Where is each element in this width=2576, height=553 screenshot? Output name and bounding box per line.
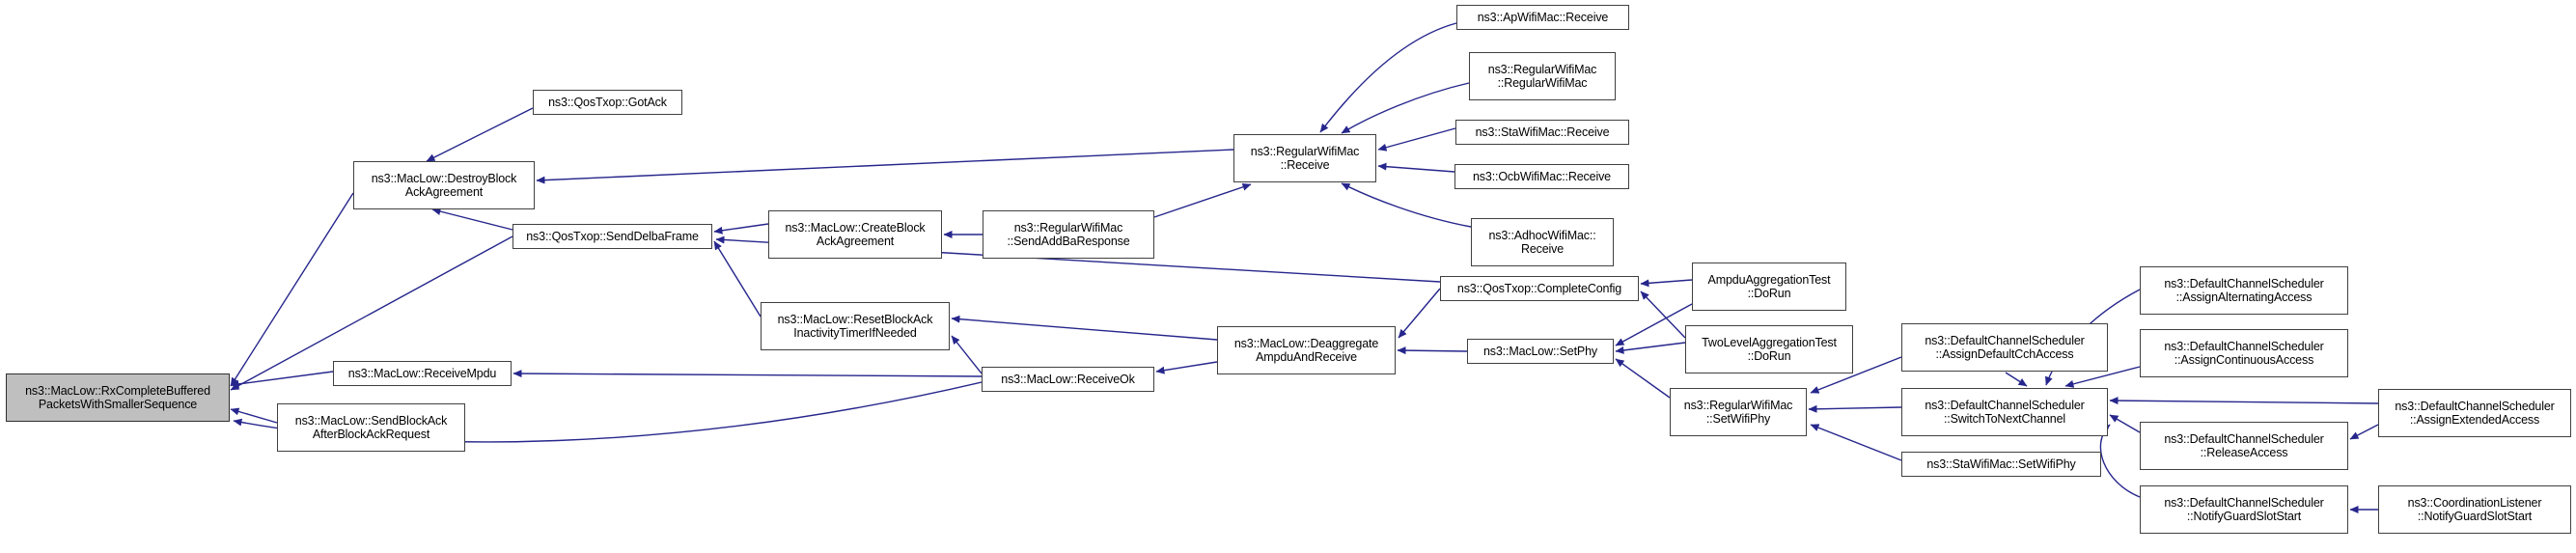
graph-node-label: ns3::RegularWifiMac ::RegularWifiMac (1487, 63, 1597, 90)
graph-node-label: ns3::MacLow::RxCompleteBuffered PacketsW… (25, 384, 210, 411)
graph-node-label: ns3::StaWifiMac::Receive (1475, 125, 1610, 139)
call-edge (951, 315, 1218, 341)
call-edge (512, 370, 983, 378)
graph-node-label: ns3::DefaultChannelScheduler ::SwitchToN… (1925, 399, 2085, 426)
graph-node-label: ns3::QosTxop::GotAck (548, 96, 667, 109)
call-edge (1615, 342, 1686, 354)
graph-node-regularreceive[interactable]: ns3::RegularWifiMac ::Receive (1233, 134, 1376, 182)
call-edge (713, 240, 762, 318)
call-edge (1319, 22, 1457, 133)
graph-node-label: ns3::MacLow::SetPhy (1482, 345, 1598, 358)
graph-node-label: ns3::DefaultChannelScheduler ::AssignCon… (2164, 340, 2324, 367)
graph-node-label: ns3::MacLow::ResetBlockAck InactivityTim… (777, 313, 933, 340)
call-edge (1615, 303, 1693, 346)
graph-node-label: TwoLevelAggregationTest ::DoRun (1702, 336, 1837, 363)
graph-node-coordnotify[interactable]: ns3::CoordinationListener ::NotifyGuardS… (2378, 485, 2571, 534)
call-edge (1153, 182, 1252, 218)
graph-node-gotack[interactable]: ns3::QosTxop::GotAck (533, 90, 682, 115)
graph-node-setphy[interactable]: ns3::MacLow::SetPhy (1467, 339, 1614, 364)
graph-node-deaggregate[interactable]: ns3::MacLow::Deaggregate AmpduAndReceive (1217, 326, 1396, 374)
graph-node-label: ns3::MacLow::SendBlockAck AfterBlockAckR… (294, 414, 448, 441)
graph-node-label: ns3::MacLow::ReceiveOk (1001, 373, 1135, 386)
graph-node-sendaddba[interactable]: ns3::RegularWifiMac ::SendAddBaResponse (983, 210, 1154, 259)
graph-node-label: AmpduAggregationTest ::DoRun (1707, 273, 1831, 300)
graph-node-label: ns3::RegularWifiMac ::Receive (1250, 145, 1360, 172)
graph-node-assigncontinuous[interactable]: ns3::DefaultChannelScheduler ::AssignCon… (2140, 329, 2348, 377)
call-edge (713, 223, 769, 235)
call-edge (536, 149, 1234, 184)
graph-node-rxcomplete[interactable]: ns3::MacLow::RxCompleteBuffered PacketsW… (6, 373, 230, 422)
graph-node-label: ns3::MacLow::Deaggregate AmpduAndReceive (1233, 337, 1379, 364)
graph-node-ampdutest[interactable]: AmpduAggregationTest ::DoRun (1692, 263, 1846, 311)
graph-node-stasetwifiphy[interactable]: ns3::StaWifiMac::SetWifiPhy (1901, 452, 2101, 477)
call-edge (951, 335, 983, 374)
graph-node-assignalternating[interactable]: ns3::DefaultChannelScheduler ::AssignAlt… (2140, 266, 2348, 315)
call-edge (1808, 404, 1902, 413)
call-edge (1341, 182, 1472, 228)
graph-node-apreceive[interactable]: ns3::ApWifiMac::Receive (1456, 5, 1629, 30)
call-edge (1341, 82, 1470, 134)
graph-node-destroyblock[interactable]: ns3::MacLow::DestroyBlock AckAgreement (353, 161, 535, 209)
graph-node-label: ns3::DefaultChannelScheduler ::AssignExt… (2395, 400, 2555, 427)
graph-node-label: ns3::QosTxop::CompleteConfig (1456, 282, 1622, 295)
graph-node-label: ns3::CoordinationListener ::NotifyGuardS… (2407, 496, 2542, 523)
graph-node-releaseaccess[interactable]: ns3::DefaultChannelScheduler ::ReleaseAc… (2140, 422, 2348, 470)
graph-node-label: ns3::QosTxop::SendDelbaFrame (526, 230, 699, 243)
graph-node-receiveok[interactable]: ns3::MacLow::ReceiveOk (982, 367, 1154, 392)
graph-node-assignextended[interactable]: ns3::DefaultChannelScheduler ::AssignExt… (2378, 389, 2571, 437)
graph-node-senddelba[interactable]: ns3::QosTxop::SendDelbaFrame (512, 224, 712, 249)
call-edge (2109, 414, 2141, 433)
graph-node-label: ns3::MacLow::CreateBlock AckAgreement (785, 221, 926, 248)
graph-node-label: ns3::MacLow::ReceiveMpdu (347, 367, 497, 380)
graph-node-createblock[interactable]: ns3::MacLow::CreateBlock AckAgreement (768, 210, 942, 259)
graph-node-label: ns3::StaWifiMac::SetWifiPhy (1926, 457, 2076, 471)
graph-node-label: ns3::RegularWifiMac ::SendAddBaResponse (1007, 221, 1130, 248)
call-edge (1155, 361, 1218, 374)
graph-node-assigndefaultcch[interactable]: ns3::DefaultChannelScheduler ::AssignDef… (1901, 323, 2108, 372)
graph-node-regularwifimacctor[interactable]: ns3::RegularWifiMac ::RegularWifiMac (1469, 52, 1616, 100)
call-edge (230, 407, 278, 424)
call-edge (1640, 290, 1686, 339)
graph-node-label: ns3::MacLow::DestroyBlock AckAgreement (371, 172, 517, 199)
call-edge (2109, 397, 2379, 405)
graph-node-label: ns3::ApWifiMac::Receive (1477, 11, 1609, 24)
graph-node-twoleveltest[interactable]: TwoLevelAggregationTest ::DoRun (1685, 325, 1853, 373)
call-edge (1810, 424, 1902, 461)
graph-node-label: ns3::DefaultChannelScheduler ::AssignAlt… (2164, 277, 2324, 304)
call-edge (1640, 279, 1693, 288)
graph-node-label: ns3::DefaultChannelScheduler ::AssignDef… (1925, 334, 2085, 361)
graph-node-label: ns3::AdhocWifiMac:: Receive (1488, 229, 1596, 256)
call-edge (2349, 424, 2379, 440)
call-edge (1615, 358, 1671, 399)
graph-node-label: ns3::RegularWifiMac ::SetWifiPhy (1683, 399, 1793, 426)
call-edge (230, 192, 354, 387)
graph-node-completeconfig[interactable]: ns3::QosTxop::CompleteConfig (1440, 276, 1639, 301)
graph-node-receivempdu[interactable]: ns3::MacLow::ReceiveMpdu (333, 361, 512, 386)
call-edge (230, 371, 334, 388)
graph-node-ocbreceive[interactable]: ns3::OcbWifiMac::Receive (1454, 164, 1629, 189)
graph-node-switchtonext[interactable]: ns3::DefaultChannelScheduler ::SwitchToN… (1901, 388, 2108, 436)
graph-node-stareceive[interactable]: ns3::StaWifiMac::Receive (1455, 120, 1629, 145)
call-edge (1398, 288, 1441, 339)
call-edge (2005, 372, 2028, 387)
call-edge (1397, 346, 1468, 355)
graph-node-label: ns3::OcbWifiMac::Receive (1473, 170, 1611, 183)
call-edge (431, 207, 513, 231)
call-edge (1377, 162, 1455, 173)
graph-node-label: ns3::DefaultChannelScheduler ::NotifyGua… (2164, 496, 2324, 523)
graph-node-label: ns3::DefaultChannelScheduler ::ReleaseAc… (2164, 432, 2324, 459)
call-edge (426, 107, 534, 162)
graph-node-notifyguardslot[interactable]: ns3::DefaultChannelScheduler ::NotifyGua… (2140, 485, 2348, 534)
graph-node-sendblockack[interactable]: ns3::MacLow::SendBlockAck AfterBlockAckR… (277, 403, 465, 452)
graph-node-regularsetwifiphy[interactable]: ns3::RegularWifiMac ::SetWifiPhy (1670, 388, 1807, 436)
graph-node-resetblockack[interactable]: ns3::MacLow::ResetBlockAck InactivityTim… (761, 302, 950, 350)
call-edge (1377, 127, 1456, 152)
graph-node-adhocreceive[interactable]: ns3::AdhocWifiMac:: Receive (1471, 218, 1614, 266)
